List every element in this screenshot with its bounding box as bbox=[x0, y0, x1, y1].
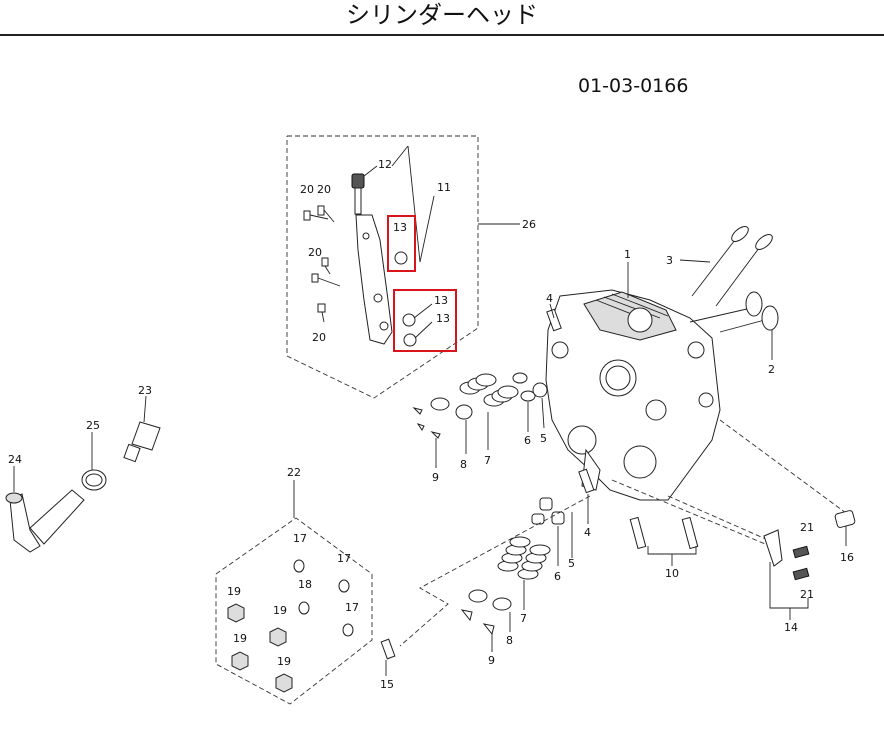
callout-4-lower: 4 bbox=[584, 526, 591, 539]
stem-seal-5-upper[interactable] bbox=[532, 382, 548, 398]
spring-seat-6-upper[interactable] bbox=[520, 390, 536, 402]
nut-19-d[interactable] bbox=[275, 673, 293, 693]
callout-6-upper: 6 bbox=[524, 434, 531, 447]
o-ring-13-a[interactable] bbox=[394, 251, 408, 265]
bolt-21-a-icon[interactable] bbox=[792, 545, 810, 559]
callout-9-lower: 9 bbox=[488, 654, 495, 667]
cotter-9-lower[interactable] bbox=[460, 609, 495, 636]
o-ring-13-c[interactable] bbox=[403, 333, 417, 347]
callout-19-d: 19 bbox=[277, 655, 291, 668]
callout-9-upper: 9 bbox=[432, 471, 439, 484]
callout-19-b: 19 bbox=[273, 604, 287, 617]
callout-10: 10 bbox=[665, 567, 679, 580]
callout-13-c: 13 bbox=[436, 312, 450, 325]
callout-8-upper: 8 bbox=[460, 458, 467, 471]
stem-seal-5-lower[interactable] bbox=[539, 497, 553, 511]
retainer-8-upper[interactable] bbox=[455, 404, 473, 420]
spring-seat-6-lower[interactable] bbox=[551, 511, 565, 525]
callout-1: 1 bbox=[624, 248, 631, 261]
callout-20-d: 20 bbox=[312, 331, 326, 344]
washer-18[interactable] bbox=[298, 601, 310, 615]
callout-7-upper: 7 bbox=[484, 454, 491, 467]
callout-5-upper: 5 bbox=[540, 432, 547, 445]
valve-3-icon[interactable] bbox=[691, 224, 775, 307]
spark-plug-23-icon[interactable] bbox=[123, 395, 161, 463]
o-ring-13-b[interactable] bbox=[402, 313, 416, 327]
nut-19-b[interactable] bbox=[269, 627, 287, 647]
callout-16: 16 bbox=[840, 551, 854, 564]
callout-19-a: 19 bbox=[227, 585, 241, 598]
callout-20-a: 20 bbox=[300, 183, 314, 196]
washer-17-a[interactable] bbox=[293, 559, 305, 573]
valve-guide-4-a[interactable] bbox=[546, 308, 562, 332]
cylinder-head[interactable] bbox=[545, 289, 721, 501]
callout-21-b: 21 bbox=[800, 588, 814, 601]
bolt-16-icon[interactable] bbox=[834, 510, 856, 528]
callout-23: 23 bbox=[138, 384, 152, 397]
washer-17-b[interactable] bbox=[338, 579, 350, 593]
callout-12: 12 bbox=[378, 158, 392, 171]
callout-2: 2 bbox=[768, 363, 775, 376]
highlight-box-upper bbox=[387, 215, 416, 272]
retainer-8-lower[interactable] bbox=[492, 597, 512, 611]
bolt-12-icon[interactable] bbox=[351, 173, 365, 215]
page-title: シリンダーヘッド bbox=[0, 0, 884, 36]
plug-cap-24-icon[interactable] bbox=[5, 489, 85, 553]
callout-13-b: 13 bbox=[434, 294, 448, 307]
group-22-outline bbox=[215, 517, 373, 705]
plug-seal-25-icon[interactable] bbox=[81, 469, 107, 491]
callout-17-a: 17 bbox=[293, 532, 307, 545]
callout-20-c: 20 bbox=[308, 246, 322, 259]
callout-7-lower: 7 bbox=[520, 612, 527, 625]
valve-2-icon[interactable] bbox=[689, 291, 779, 333]
diagram-code: 01-03-0166 bbox=[578, 75, 689, 97]
stud-15-icon[interactable] bbox=[380, 638, 396, 660]
highlight-box-lower bbox=[393, 289, 457, 352]
callout-20-b: 20 bbox=[317, 183, 331, 196]
callout-24: 24 bbox=[8, 453, 22, 466]
callout-6-lower: 6 bbox=[554, 570, 561, 583]
bolt-20-a-icon[interactable] bbox=[303, 205, 335, 223]
bolt-20-c-icon[interactable] bbox=[317, 303, 326, 323]
nut-19-c[interactable] bbox=[231, 651, 249, 671]
bolt-21-b-icon[interactable] bbox=[792, 567, 810, 581]
callout-8-lower: 8 bbox=[506, 634, 513, 647]
callout-17-b: 17 bbox=[337, 552, 351, 565]
callout-3: 3 bbox=[666, 254, 673, 267]
stud-10-icon[interactable] bbox=[629, 516, 699, 550]
bolt-20-b-icon[interactable] bbox=[311, 257, 341, 287]
valve-spring-7-lower[interactable] bbox=[497, 536, 551, 580]
callout-25: 25 bbox=[86, 419, 100, 432]
callout-11: 11 bbox=[437, 181, 451, 194]
nut-19-a[interactable] bbox=[227, 603, 245, 623]
callout-14: 14 bbox=[784, 621, 798, 634]
callout-26: 26 bbox=[522, 218, 536, 231]
cotter-9-upper[interactable] bbox=[412, 407, 441, 439]
callout-4-upper: 4 bbox=[546, 292, 553, 305]
valve-guide-4-b[interactable] bbox=[578, 468, 595, 494]
washer-17-c[interactable] bbox=[342, 623, 354, 637]
callout-17-c: 17 bbox=[345, 601, 359, 614]
bracket-14-icon[interactable] bbox=[763, 529, 783, 567]
callout-5-lower: 5 bbox=[568, 557, 575, 570]
callout-19-c: 19 bbox=[233, 632, 247, 645]
callout-18: 18 bbox=[298, 578, 312, 591]
tensioner-guide[interactable] bbox=[355, 214, 393, 345]
callout-13-a: 13 bbox=[393, 221, 407, 234]
valve-spring-7-upper[interactable] bbox=[459, 373, 519, 407]
callout-22: 22 bbox=[287, 466, 301, 479]
callout-15: 15 bbox=[380, 678, 394, 691]
callout-21-a: 21 bbox=[800, 521, 814, 534]
group-26-outline bbox=[286, 135, 479, 399]
